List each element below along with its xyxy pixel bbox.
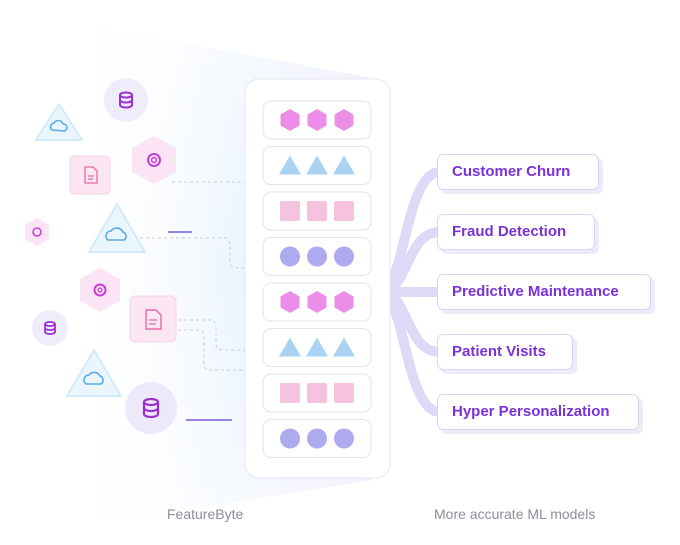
cloud-icon <box>66 349 122 397</box>
square-shape <box>307 383 327 403</box>
triangle-shape <box>279 155 301 175</box>
source-icons <box>25 78 177 434</box>
triangle-shape <box>333 337 355 357</box>
hexagon-shape <box>307 291 327 313</box>
outcome-hyper-personalization: Hyper Personalization <box>437 394 639 430</box>
circle-shape <box>334 428 354 449</box>
cloud-icon <box>88 203 146 253</box>
square-shape <box>280 201 300 221</box>
database-icon <box>32 310 68 346</box>
feature-rows <box>262 100 372 458</box>
document-icon <box>129 295 177 343</box>
feature-row <box>262 328 372 367</box>
triangle-shape <box>333 155 355 175</box>
settings-icon <box>132 136 176 184</box>
outcome-customer-churn: Customer Churn <box>437 154 599 190</box>
cloud-icon <box>35 103 83 141</box>
feature-row <box>262 282 372 322</box>
circle-shape <box>280 428 300 449</box>
circle-shape <box>280 246 300 267</box>
triangle-shape <box>306 155 328 175</box>
feature-row <box>262 237 372 276</box>
feature-row <box>262 373 372 413</box>
circle-shape <box>307 428 327 449</box>
document-icon <box>69 155 111 195</box>
hexagon-shape <box>280 291 300 313</box>
feature-row <box>262 100 372 140</box>
source-connectors-solid <box>168 231 232 421</box>
feature-row <box>262 146 372 185</box>
database-icon <box>125 382 177 434</box>
circle-shape <box>334 246 354 267</box>
triangle-shape <box>306 337 328 357</box>
square-shape <box>307 201 327 221</box>
database-icon <box>104 78 148 122</box>
feature-row <box>262 419 372 458</box>
triangle-shape <box>279 337 301 357</box>
outcome-patient-visits: Patient Visits <box>437 334 573 370</box>
caption-more-accurate-ml-models: More accurate ML models <box>434 506 596 522</box>
square-shape <box>334 201 354 221</box>
hexagon-shape <box>280 109 300 131</box>
caption-featurebyte: FeatureByte <box>167 506 244 522</box>
settings-icon <box>25 218 49 246</box>
outcome-fraud-detection: Fraud Detection <box>437 214 595 250</box>
hexagon-shape <box>334 109 354 131</box>
square-shape <box>280 383 300 403</box>
hexagon-shape <box>334 291 354 313</box>
circle-shape <box>307 246 327 267</box>
square-shape <box>334 383 354 403</box>
outcome-predictive-maintenance: Predictive Maintenance <box>437 274 651 310</box>
hexagon-shape <box>307 109 327 131</box>
settings-icon <box>80 268 120 312</box>
feature-row <box>262 191 372 231</box>
source-connectors <box>140 181 246 371</box>
